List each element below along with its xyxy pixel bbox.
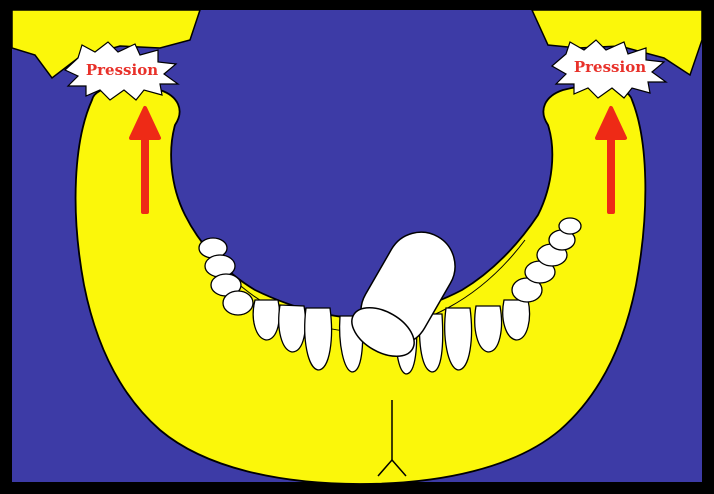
tooth	[559, 218, 581, 234]
tooth	[223, 291, 253, 315]
pression-label-right: Pression	[574, 58, 646, 76]
pression-label-left: Pression	[86, 61, 158, 79]
tooth	[205, 255, 235, 277]
